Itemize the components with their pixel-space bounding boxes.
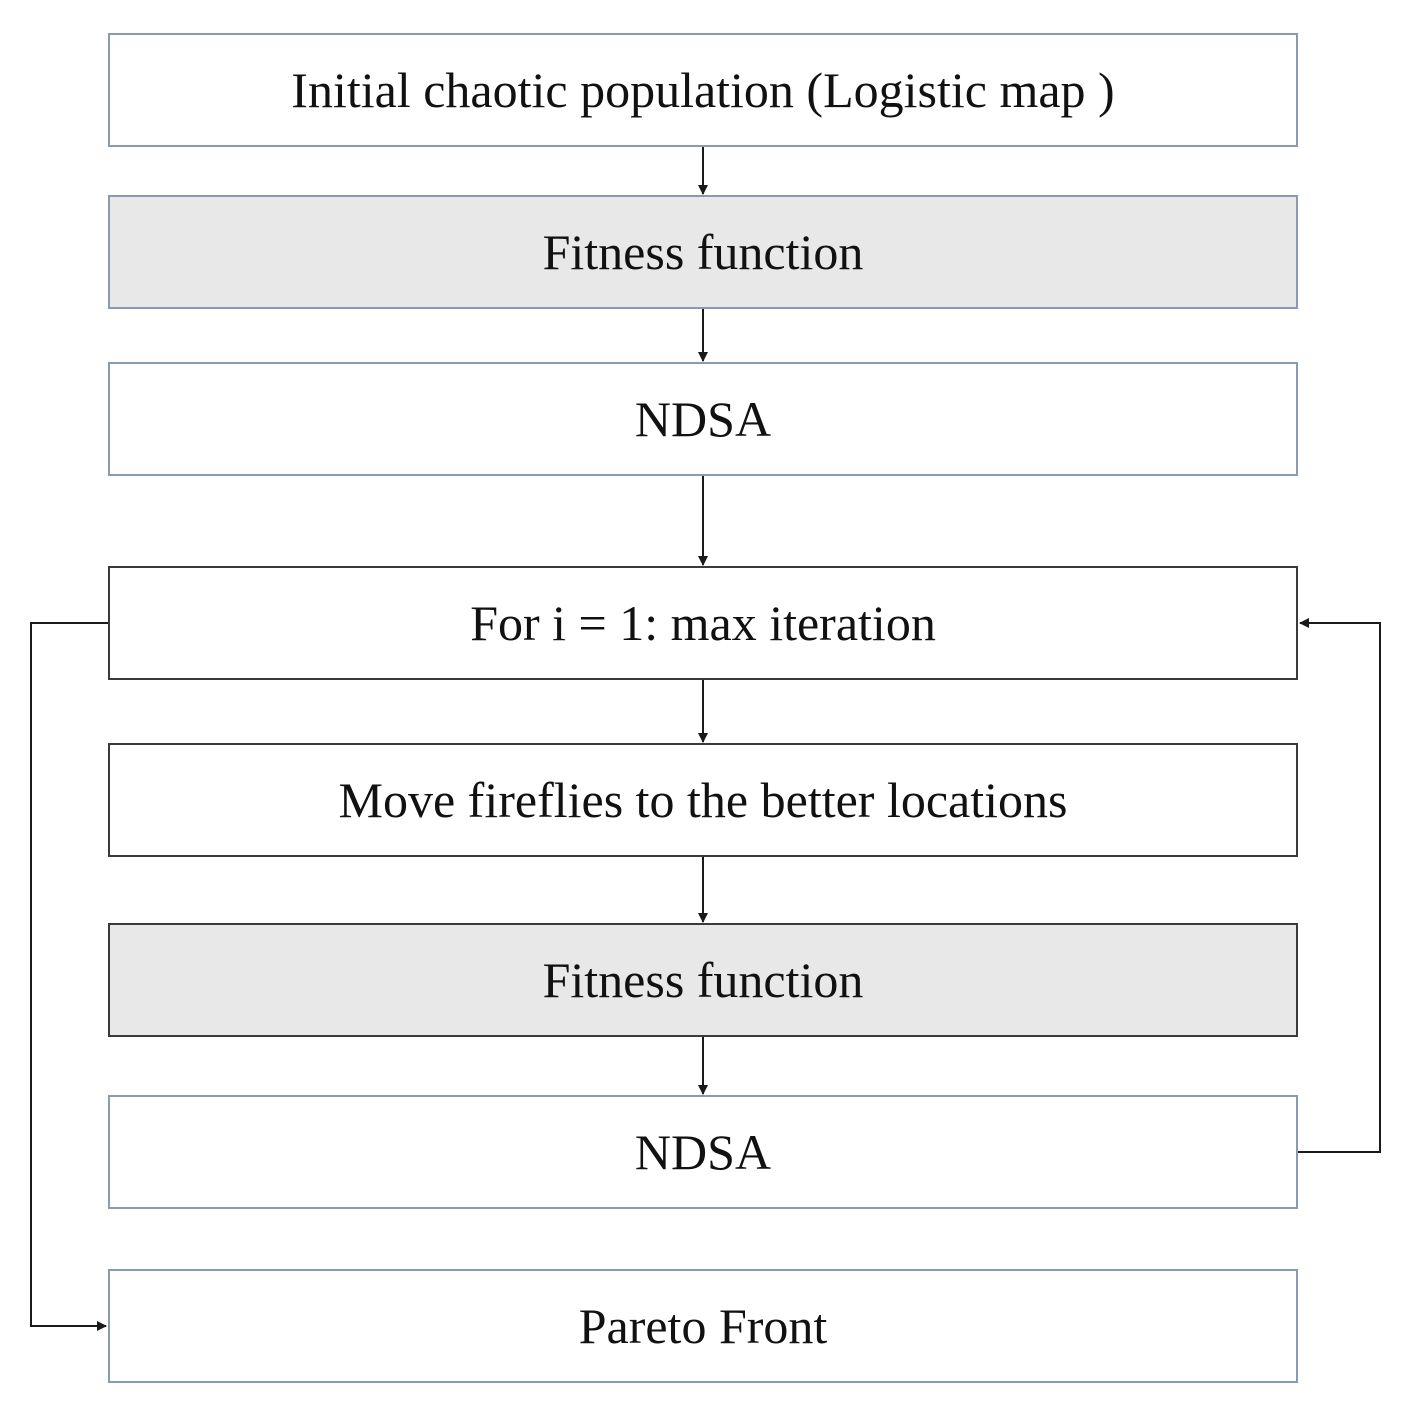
node-label: Pareto Front: [578, 1298, 828, 1354]
node-pareto-front: Pareto Front: [108, 1269, 1298, 1383]
node-label: Fitness function: [542, 952, 864, 1008]
node-ndsa-2: NDSA: [108, 1095, 1298, 1209]
node-fitness-function-2: Fitness function: [108, 923, 1298, 1037]
node-label: For i = 1: max iteration: [470, 595, 936, 651]
node-ndsa-1: NDSA: [108, 362, 1298, 476]
node-label: NDSA: [634, 391, 772, 447]
node-fitness-function-1: Fitness function: [108, 195, 1298, 309]
node-move-fireflies: Move fireflies to the better locations: [108, 743, 1298, 857]
node-label: Initial chaotic population (Logistic map…: [291, 62, 1115, 118]
node-label: Move fireflies to the better locations: [338, 772, 1068, 828]
node-initial-population: Initial chaotic population (Logistic map…: [108, 33, 1298, 147]
arrow-b7-to-b4: [1298, 618, 1381, 1153]
arrow-b4-to-b8: [30, 622, 111, 1331]
node-for-loop: For i = 1: max iteration: [108, 566, 1298, 680]
node-label: NDSA: [634, 1124, 772, 1180]
node-label: Fitness function: [542, 224, 864, 280]
